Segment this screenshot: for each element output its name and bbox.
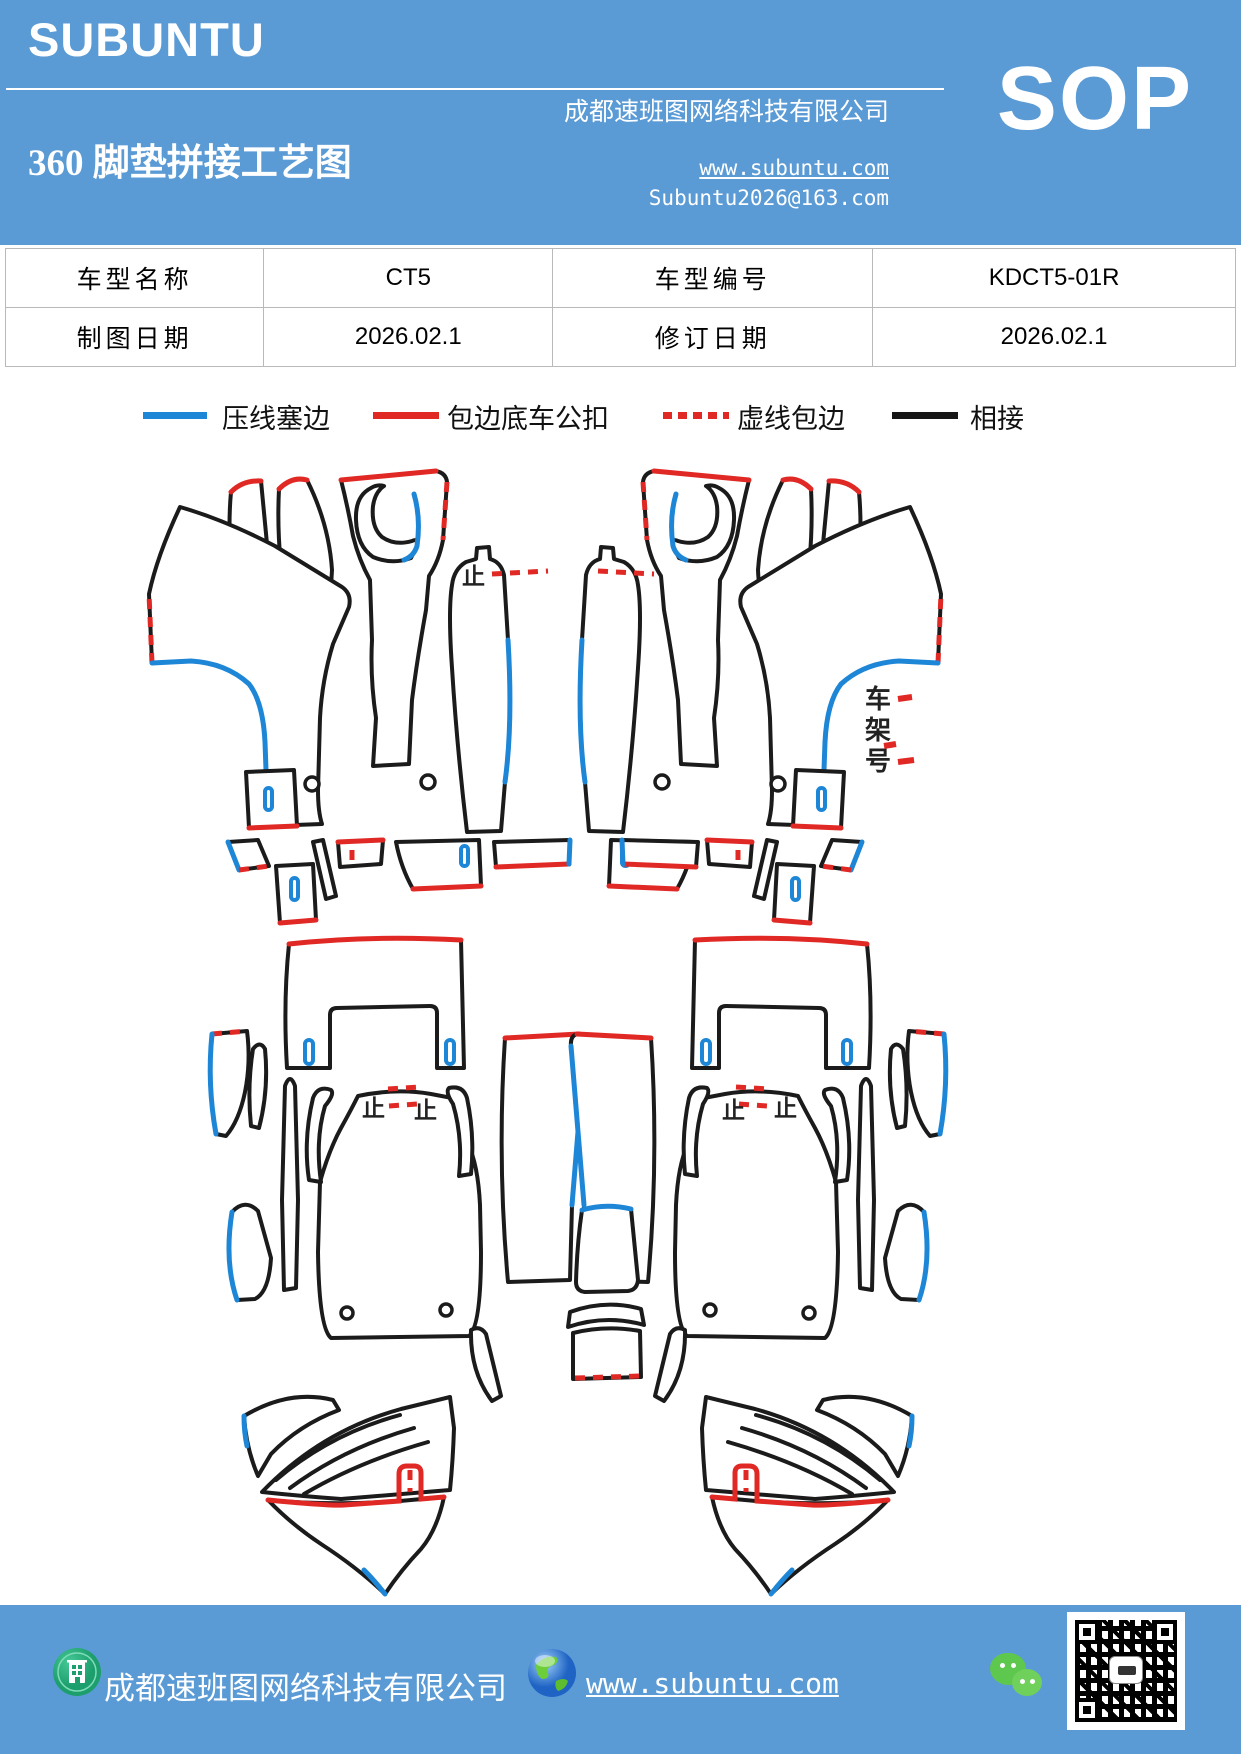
sop-watermark: SOP xyxy=(996,49,1193,149)
legend-swatch-press-line xyxy=(143,412,207,419)
header-banner: SUBUNTU 360 脚垫拼接工艺图 成都速班图网络科技有限公司 www.su… xyxy=(0,0,1241,245)
footer-website-text: www.subuntu.com xyxy=(586,1667,839,1700)
legend-label-press-line: 压线塞边 xyxy=(222,404,330,434)
stop-mark-text: 止 xyxy=(774,1096,797,1121)
company-building-icon xyxy=(53,1648,101,1696)
footer-company-name: 成都速班图网络科技有限公司 xyxy=(104,1671,507,1706)
qr-code-pattern xyxy=(1075,1620,1177,1722)
vin-char-1: 车 xyxy=(865,684,891,714)
vin-char-3: 号 xyxy=(865,747,891,776)
header-website-text: www.subuntu.com xyxy=(699,156,889,180)
model-code-value: KDCT5-01R xyxy=(872,248,1236,308)
qr-finder-bottom-left xyxy=(1075,1698,1099,1722)
wechat-icon xyxy=(990,1653,1048,1703)
stop-marks-front: 止 xyxy=(462,564,655,589)
stop-mark-text: 止 xyxy=(722,1098,745,1123)
legend-swatch-binding-buckle xyxy=(373,412,439,419)
model-code-label: 车型编号 xyxy=(552,248,874,308)
legend-swatch-joint xyxy=(892,412,958,419)
front-center-tabs xyxy=(492,837,700,870)
vin-label: 车 架 号 xyxy=(865,684,915,776)
model-name-value: CT5 xyxy=(263,248,554,308)
vin-char-2: 架 xyxy=(865,716,891,745)
header-contact-block: 成都速班图网络科技有限公司 www.subuntu.com Subuntu202… xyxy=(564,92,889,210)
revision-date-value: 2026.02.1 xyxy=(872,307,1236,367)
stop-marks-rear: 止 止 止 止 xyxy=(362,1084,797,1123)
page-title: 360 脚垫拼接工艺图 xyxy=(28,143,352,184)
table-row: 车型名称 CT5 车型编号 KDCT5-01R xyxy=(4,248,1236,308)
legend-label-joint: 相接 xyxy=(970,404,1024,434)
header-divider-line xyxy=(6,88,944,90)
revision-date-label: 修订日期 xyxy=(552,307,874,367)
stop-mark-text: 止 xyxy=(362,1096,385,1121)
table-row: 制图日期 2026.02.1 修订日期 2026.02.1 xyxy=(4,307,1236,367)
legend-swatch-dashed-binding xyxy=(663,412,729,419)
qr-finder-top-right xyxy=(1153,1620,1177,1644)
stop-mark-text: 止 xyxy=(414,1098,437,1123)
globe-icon xyxy=(528,1649,576,1697)
mat-pattern-diagram: 止 车 架 号 xyxy=(146,468,1241,1597)
rear-mat-group-left xyxy=(207,935,588,1597)
qr-finder-top-left xyxy=(1075,1620,1099,1644)
wechat-bubble-small xyxy=(1012,1669,1042,1696)
line-type-legend: 压线塞边 包边底车公扣 虚线包边 相接 xyxy=(0,395,1241,440)
draw-date-label: 制图日期 xyxy=(4,307,265,367)
legend-label-dashed-binding: 虚线包边 xyxy=(737,404,845,434)
qr-center-logo xyxy=(1109,1656,1143,1684)
legend-label-binding-buckle: 包边底车公扣 xyxy=(447,404,609,434)
vehicle-info-table: 车型名称 CT5 车型编号 KDCT5-01R 制图日期 2026.02.1 修… xyxy=(4,248,1236,367)
rear-center-pieces xyxy=(566,1203,646,1381)
front-mat-group-left xyxy=(146,468,513,926)
brand-logo-text: SUBUNTU xyxy=(28,13,265,66)
footer-banner: 成都速班图网络科技有限公司 www.subuntu.com xyxy=(0,1605,1241,1754)
model-name-label: 车型名称 xyxy=(4,248,265,308)
qr-code xyxy=(1067,1612,1185,1730)
draw-date-value: 2026.02.1 xyxy=(263,307,554,367)
stop-mark-text: 止 xyxy=(462,564,485,589)
header-company-name: 成都速班图网络科技有限公司 xyxy=(563,99,889,126)
header-email-text: Subuntu2026@163.com xyxy=(648,186,889,210)
